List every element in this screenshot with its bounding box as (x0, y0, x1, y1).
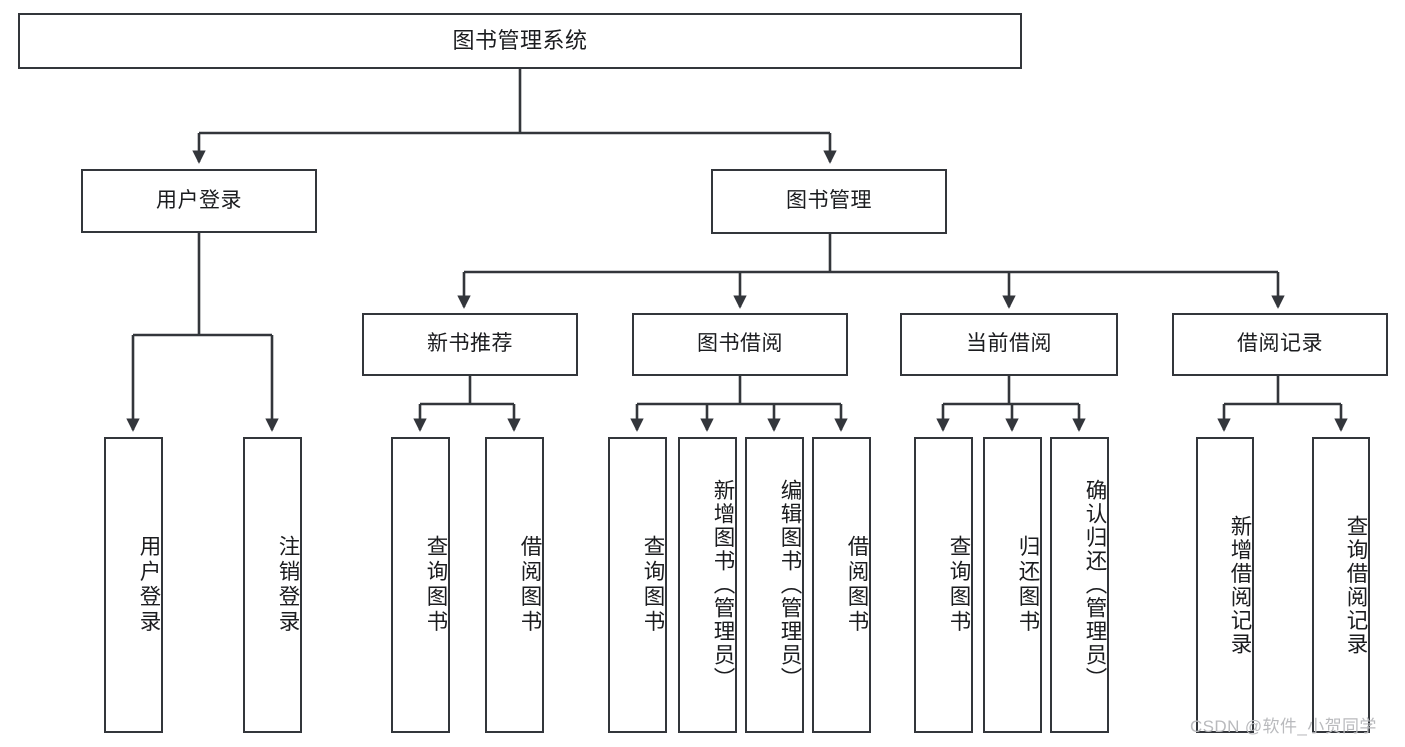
leaf-borrow-book[interactable]: 借阅图书 (812, 437, 871, 733)
node-root-system[interactable]: 图书管理系统 (18, 13, 1022, 69)
leaf-query-book-current[interactable]: 查询图书 (914, 437, 973, 733)
node-book-borrow[interactable]: 图书借阅 (632, 313, 848, 376)
leaf-logout[interactable]: 注销登录 (243, 437, 302, 733)
node-book-management[interactable]: 图书管理 (711, 169, 947, 234)
csdn-watermark: CSDN @软件_小贺同学 (1190, 717, 1377, 736)
leaf-confirm-return-admin[interactable]: 确认归还（管理员） (1050, 437, 1109, 733)
leaf-return-book[interactable]: 归还图书 (983, 437, 1042, 733)
node-user-login[interactable]: 用户登录 (81, 169, 317, 233)
node-current-borrow[interactable]: 当前借阅 (900, 313, 1118, 376)
leaf-query-borrow-record[interactable]: 查询借阅记录 (1312, 437, 1370, 733)
node-borrow-records[interactable]: 借阅记录 (1172, 313, 1388, 376)
leaf-user-login[interactable]: 用户登录 (104, 437, 163, 733)
leaf-query-book-borrow[interactable]: 查询图书 (608, 437, 667, 733)
leaf-borrow-book-new[interactable]: 借阅图书 (485, 437, 544, 733)
node-new-book-recommend[interactable]: 新书推荐 (362, 313, 578, 376)
leaf-add-book-admin[interactable]: 新增图书（管理员） (678, 437, 737, 733)
leaf-edit-book-admin[interactable]: 编辑图书（管理员） (745, 437, 804, 733)
leaf-add-borrow-record[interactable]: 新增借阅记录 (1196, 437, 1254, 733)
leaf-query-book-new[interactable]: 查询图书 (391, 437, 450, 733)
